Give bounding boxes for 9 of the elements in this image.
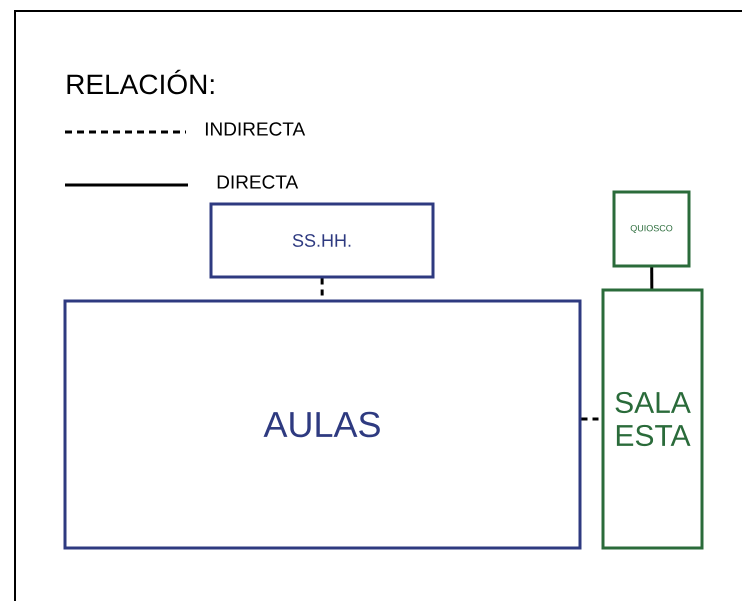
room-box: QUIOSCO xyxy=(612,190,690,268)
connector-line xyxy=(582,418,602,420)
legend-label: DIRECTA xyxy=(218,175,298,189)
legend-title: RELACIÓN: xyxy=(68,70,214,94)
room-box: SS.HH. xyxy=(210,202,434,278)
connector-line xyxy=(650,267,654,288)
room-box: SALA ESTA xyxy=(602,288,704,550)
legend-label: INDIRECTA xyxy=(206,122,306,136)
room-box: AULAS xyxy=(64,300,582,550)
